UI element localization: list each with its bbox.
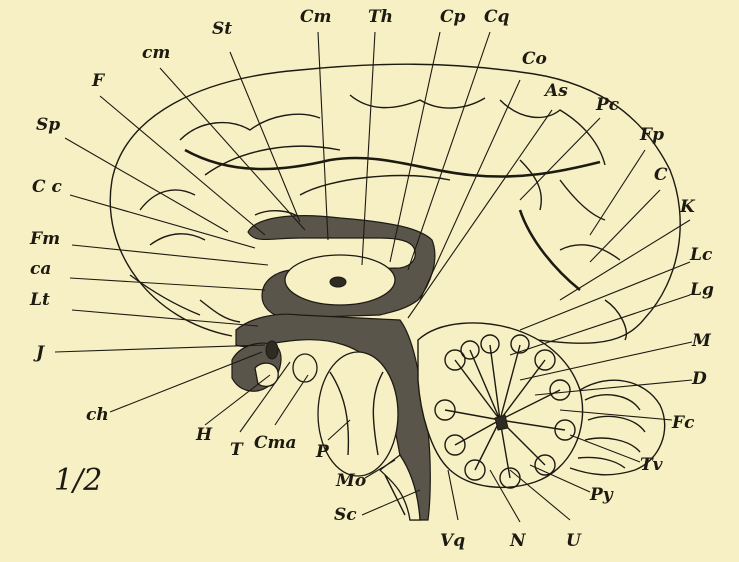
label-st: St bbox=[212, 19, 232, 39]
label-cm-upper: Cm bbox=[300, 7, 332, 27]
label-th: Th bbox=[368, 7, 393, 27]
label-cm-lower: cm bbox=[142, 43, 170, 63]
label-co: Co bbox=[522, 49, 547, 69]
label-py: Py bbox=[589, 485, 614, 505]
label-sc: Sc bbox=[334, 505, 357, 525]
label-ca: ca bbox=[30, 259, 51, 279]
label-lc: Lc bbox=[689, 245, 713, 265]
label-as: As bbox=[543, 81, 568, 101]
label-lg: Lg bbox=[689, 280, 714, 300]
label-d: D bbox=[691, 369, 707, 389]
pons bbox=[318, 352, 398, 476]
label-p: P bbox=[315, 442, 330, 462]
label-lt: Lt bbox=[29, 290, 50, 310]
label-k: K bbox=[679, 197, 696, 217]
label-cq: Cq bbox=[484, 7, 510, 27]
label-fm: Fm bbox=[29, 229, 60, 249]
label-f: F bbox=[91, 71, 106, 91]
label-pc: Pc bbox=[595, 95, 620, 115]
label-h: H bbox=[195, 425, 213, 445]
label-sp: Sp bbox=[36, 115, 60, 135]
label-t: T bbox=[230, 440, 244, 460]
label-ch: ch bbox=[86, 405, 109, 425]
label-mo: Mo bbox=[335, 471, 366, 491]
label-m: M bbox=[691, 331, 712, 351]
label-fp: Fp bbox=[639, 125, 664, 145]
thalamus-region bbox=[285, 255, 395, 305]
scale-label: 1/2 bbox=[54, 463, 102, 498]
label-fc: Fc bbox=[671, 413, 695, 433]
label-cc: C c bbox=[32, 177, 62, 197]
label-u: U bbox=[566, 531, 582, 551]
label-j: J bbox=[33, 343, 45, 363]
label-cma: Cma bbox=[254, 433, 297, 453]
label-cp: Cp bbox=[440, 7, 466, 27]
label-tv: Tv bbox=[640, 455, 664, 475]
label-c: C bbox=[654, 165, 668, 185]
label-n: N bbox=[509, 531, 527, 551]
label-vq: Vq bbox=[440, 531, 465, 551]
cerebellum bbox=[418, 323, 665, 488]
